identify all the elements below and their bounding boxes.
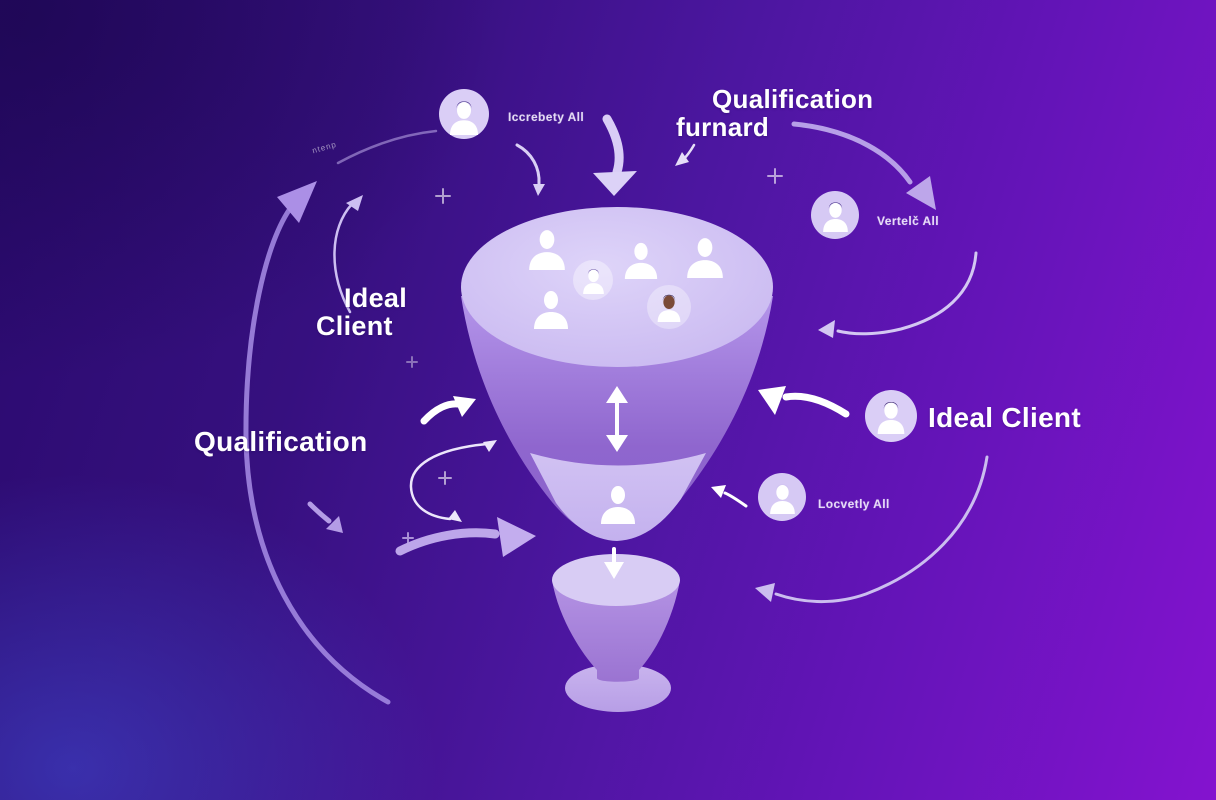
cycle-arrow-double-head [409, 440, 497, 522]
right-mid-arrow [818, 251, 978, 338]
label-qualification-funnel-line2: furnard [676, 112, 770, 142]
decorative-arc [336, 129, 438, 165]
label-ideal-client-left-line1: Ideal [344, 283, 408, 313]
funnel-output-cone [552, 547, 680, 682]
label-qualification-left: Qualification [194, 426, 368, 457]
avatar-right-lower [758, 473, 806, 521]
avatar-top-left [439, 89, 489, 139]
funnel-base [565, 664, 671, 712]
furnard-small-arrow [675, 143, 696, 166]
label-qualification-funnel-line1: Qualification [712, 84, 874, 114]
avatar-right-upper [811, 191, 859, 239]
small-white-upleft-arrow [711, 485, 748, 508]
right-top-arrow [791, 121, 936, 210]
label-ideal-client-left-line2: Client [316, 311, 393, 341]
prospect-avatar-circle [647, 285, 691, 329]
label-ideal-client-right: Ideal Client [928, 402, 1081, 433]
label-avatar-lower-right: Locvetly All [818, 497, 890, 511]
prospect-avatar-circle [573, 260, 613, 300]
white-arrow-into-funnel-left [420, 396, 476, 425]
label-avatar-top: Iccrebety All [508, 110, 585, 124]
funnel-mouth [461, 207, 773, 367]
small-downright-arrow [307, 501, 343, 533]
label-avatar-right: Vertelč All [877, 214, 939, 228]
left-small-arc-arrow [333, 195, 363, 314]
avatar-right-ideal-client [865, 390, 917, 442]
down-arrow-icon [604, 547, 624, 579]
sparkle-icon [402, 168, 783, 544]
left-orbit-arrow [243, 181, 391, 705]
white-arrow-into-funnel-right [758, 386, 850, 418]
right-long-curve-arrow [755, 455, 989, 603]
updown-arrow-icon [606, 386, 628, 452]
prospect-icons [529, 230, 723, 329]
top-bold-down-arrow [593, 114, 637, 196]
thick-lavender-arrow [395, 517, 536, 557]
top-thin-arrow [515, 143, 545, 196]
